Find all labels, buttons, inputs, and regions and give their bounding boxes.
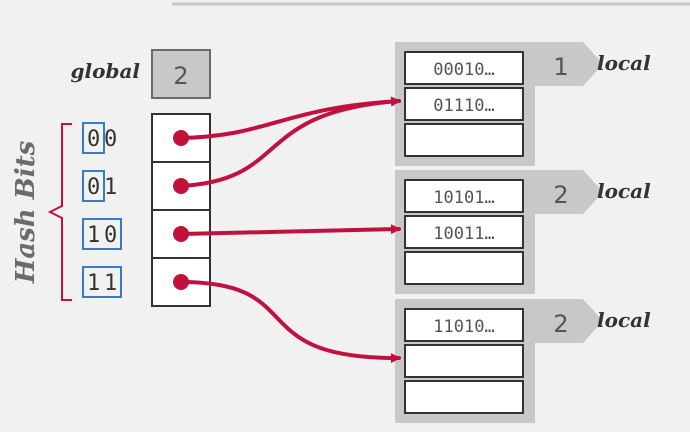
directory	[151, 113, 211, 307]
local-depth-tag: 2 local	[535, 170, 651, 214]
bucket-entry-value: 11010…	[433, 317, 494, 337]
local-label: local	[597, 308, 651, 332]
bit-digit: 0	[87, 127, 100, 152]
bucket: 11010… 2 local	[395, 299, 651, 423]
pointers	[179, 96, 401, 364]
bucket-entry-value: 01110…	[433, 96, 494, 116]
global-depth-value: 2	[173, 62, 188, 90]
hash-bits-label: Hash Bits	[11, 140, 41, 284]
bucket-entry	[404, 344, 524, 378]
bit-digit: 1	[87, 271, 100, 296]
bit-digit: 0	[87, 175, 100, 200]
bit-prefix-highlight	[82, 218, 122, 250]
local-depth-value: 2	[553, 310, 568, 338]
bucket-entry: 01110…	[404, 87, 524, 121]
pointer-arrow	[179, 224, 401, 236]
bucket-entry: 10101…	[404, 179, 524, 213]
local-depth-tag: 1 local	[535, 42, 651, 86]
local-label: local	[597, 51, 651, 75]
bit-digit: 0	[104, 223, 117, 248]
bucket: 00010… 01110… 1 local	[395, 42, 651, 166]
bit-digit: 0	[104, 127, 117, 152]
bucket-entry-value: 00010…	[433, 60, 494, 80]
local-depth-value: 1	[553, 53, 568, 81]
bit-prefix-highlight	[82, 122, 105, 154]
global-depth-box	[151, 49, 211, 99]
bucket-entry-value: 10011…	[433, 224, 494, 244]
bit-prefix-highlight	[82, 170, 105, 202]
local-label: local	[597, 179, 651, 203]
bucket: 10101… 10011… 2 local	[395, 170, 651, 294]
bucket-entry-value: 10101…	[433, 188, 494, 208]
bit-digit: 1	[104, 175, 117, 200]
local-depth-tag: 2 local	[535, 299, 651, 343]
bucket-entry: 10011…	[404, 215, 524, 249]
global-label: global	[71, 59, 141, 83]
pointer-arrow	[179, 96, 401, 188]
bit-digit: 1	[87, 223, 100, 248]
bucket-entry: 11010…	[404, 308, 524, 342]
bit-digit: 1	[104, 271, 117, 296]
hash-bits-brace	[47, 123, 72, 301]
bucket-entry	[404, 251, 524, 285]
bit-prefix-highlight	[82, 266, 122, 298]
bucket-entry	[404, 380, 524, 414]
local-depth-value: 2	[553, 181, 568, 209]
bucket-entry: 00010…	[404, 51, 524, 85]
bucket-entry	[404, 123, 524, 157]
pointer-arrow	[179, 280, 401, 364]
